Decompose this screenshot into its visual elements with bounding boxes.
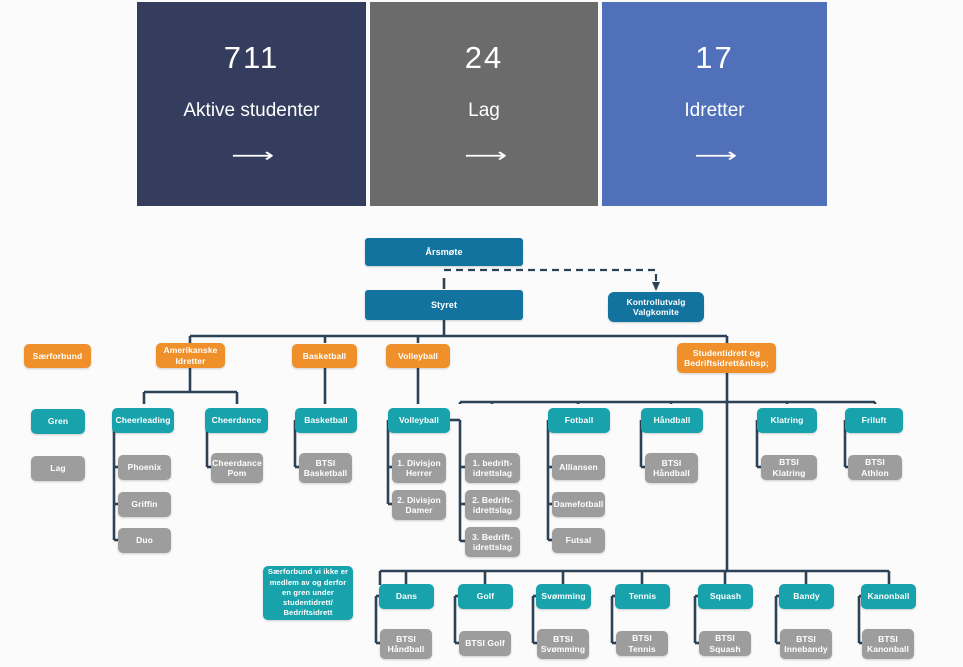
node-damefotball[interactable]: Damefotball: [552, 492, 605, 517]
node-amerikanske-idretter[interactable]: Amerikanske Idretter: [156, 343, 225, 368]
node-2-divisjon-damer[interactable]: 2. Divisjon Damer: [392, 490, 446, 520]
node-cheerdance[interactable]: Cheerdance: [205, 408, 268, 433]
node-svomming[interactable]: Svømming: [536, 584, 591, 609]
node-2-bedrift-idrettslag[interactable]: 2. Bedrift-idrettslag: [465, 490, 520, 520]
node-fotball[interactable]: Fotball: [548, 408, 610, 433]
node-volleyball-sport[interactable]: Volleyball: [386, 344, 450, 368]
node-dans[interactable]: Dans: [379, 584, 434, 609]
node-klatring[interactable]: Klatring: [757, 408, 817, 433]
node-1-divisjon-herrer[interactable]: 1. Divisjon Herrer: [392, 453, 446, 483]
organisation-chart: Årsmøte Styret Kontrollutvalg Valgkomite…: [0, 206, 963, 667]
stat-card-idretter[interactable]: 17 Idretter ⟶: [602, 2, 827, 206]
legend-lag: Lag: [31, 456, 85, 481]
stat-label: Lag: [468, 100, 500, 121]
node-1-bedrift-idrettslag[interactable]: 1. bedrift-idrettslag: [465, 453, 520, 483]
node-btsi-kanonball[interactable]: BTSI Kanonball: [862, 629, 914, 659]
node-basketball-branch[interactable]: Basketball: [295, 408, 357, 433]
node-btsi-klatring[interactable]: BTSI Klatring: [761, 455, 817, 480]
arrow-right-icon[interactable]: ⟶: [231, 145, 274, 167]
node-btsi-squash[interactable]: BTSI Squash: [699, 631, 751, 656]
node-btsi-handball-bottom[interactable]: BTSI Håndball: [380, 629, 432, 659]
stat-card-aktive-studenter[interactable]: 711 Aktive studenter ⟶: [137, 2, 366, 206]
node-btsi-athlon[interactable]: BTSI Athlon: [848, 455, 902, 480]
node-tennis[interactable]: Tennis: [615, 584, 670, 609]
stat-value: 17: [695, 40, 734, 75]
stat-label: Aktive studenter: [183, 100, 320, 121]
node-btsi-handball-top[interactable]: BTSI Håndball: [645, 453, 698, 483]
stat-label: Idretter: [684, 100, 745, 121]
node-futsal[interactable]: Futsal: [552, 528, 605, 553]
node-styret[interactable]: Styret: [365, 290, 523, 320]
stat-value: 24: [464, 40, 504, 75]
node-bandy[interactable]: Bandy: [779, 584, 834, 609]
node-cheerdance-pom[interactable]: Cheerdance Pom: [211, 453, 263, 483]
legend-saerforbund: Særforbund: [24, 344, 91, 368]
node-btsi-tennis[interactable]: BTSI Tennis: [616, 631, 668, 656]
node-btsi-innebandy[interactable]: BTSI Innebandy: [780, 629, 832, 659]
node-alliansen[interactable]: Alliansen: [552, 455, 605, 480]
node-3-bedrift-idrettslag[interactable]: 3. Bedrift-idrettslag: [465, 527, 520, 557]
node-kontrollutvalg-valgkomite[interactable]: Kontrollutvalg Valgkomite: [608, 292, 704, 322]
node-btsi-svomming[interactable]: BTSI Svømming: [537, 629, 589, 659]
node-griffin[interactable]: Griffin: [118, 492, 171, 517]
node-basketball-sport[interactable]: Basketball: [292, 344, 357, 368]
node-volleyball-branch[interactable]: Volleyball: [388, 408, 450, 433]
arrow-right-icon[interactable]: ⟶: [694, 145, 737, 167]
node-squash[interactable]: Squash: [698, 584, 753, 609]
node-kanonball[interactable]: Kanonball: [861, 584, 916, 609]
node-btsi-golf[interactable]: BTSI Golf: [459, 631, 511, 656]
stat-card-group: 711 Aktive studenter ⟶ 24 Lag ⟶ 17 Idret…: [137, 2, 827, 206]
node-duo[interactable]: Duo: [118, 528, 171, 553]
node-btsi-basketball[interactable]: BTSI Basketball: [299, 453, 352, 483]
node-golf[interactable]: Golf: [458, 584, 513, 609]
arrow-right-icon[interactable]: ⟶: [463, 145, 507, 167]
stat-card-lag[interactable]: 24 Lag ⟶: [370, 2, 598, 206]
node-phoenix[interactable]: Phoenix: [118, 455, 171, 480]
legend-gren: Gren: [31, 409, 85, 434]
stat-value: 711: [223, 40, 280, 75]
node-arsmote[interactable]: Årsmøte: [365, 238, 523, 266]
node-friluft[interactable]: Friluft: [845, 408, 903, 433]
node-cheerleading[interactable]: Cheerleading: [112, 408, 174, 433]
node-studentidrett-og-bedriftsidrett[interactable]: Studentidrett og Bedriftsidrett&nbsp;: [677, 343, 776, 373]
node-handball[interactable]: Håndball: [641, 408, 703, 433]
note-saerforbund-forklaring: Særforbund vi ikke er medlem av og derfo…: [263, 566, 353, 620]
